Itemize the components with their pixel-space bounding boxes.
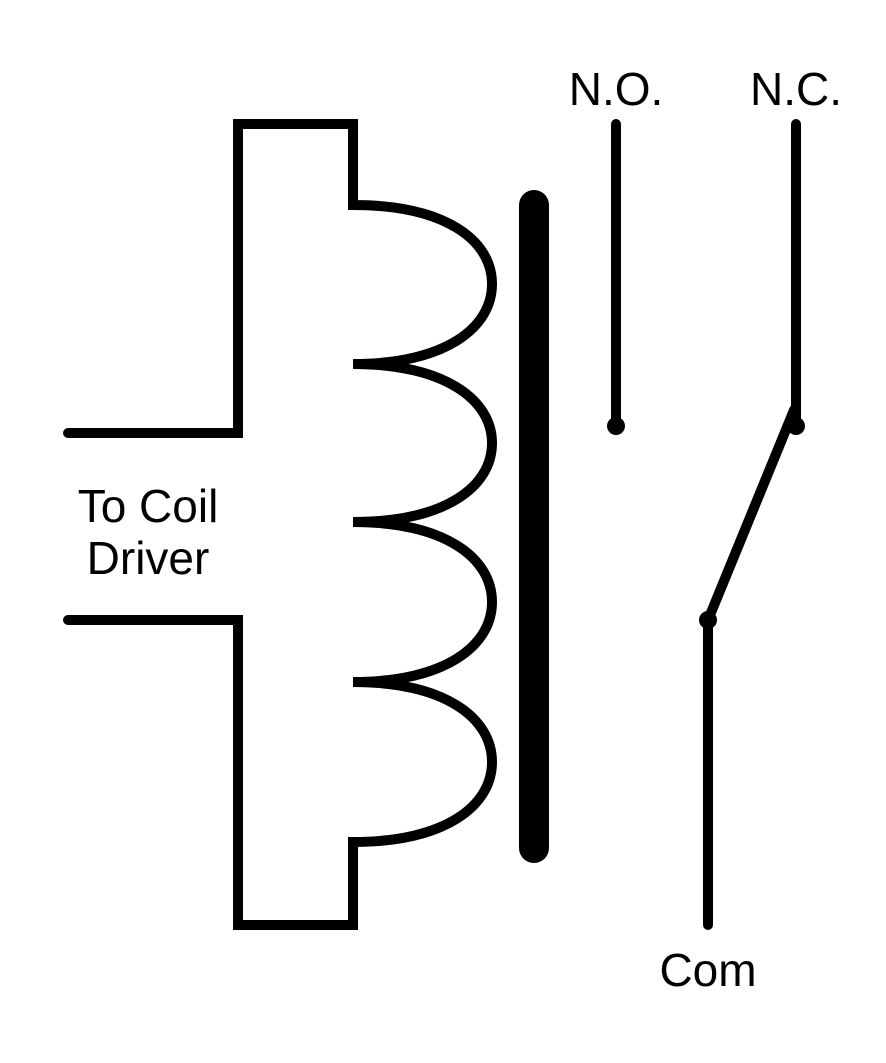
common-label: Com <box>659 944 756 996</box>
common-pivot <box>699 611 717 629</box>
coil-winding <box>63 119 498 930</box>
coil-driver-label-line2: Driver <box>87 532 210 584</box>
normally-open-label: N.O. <box>569 63 664 115</box>
normally-open-terminal <box>607 417 625 435</box>
coil-driver-label-line1: To Coil <box>78 480 219 532</box>
switch-arm <box>703 405 799 625</box>
normally-closed-label: N.C. <box>750 63 842 115</box>
